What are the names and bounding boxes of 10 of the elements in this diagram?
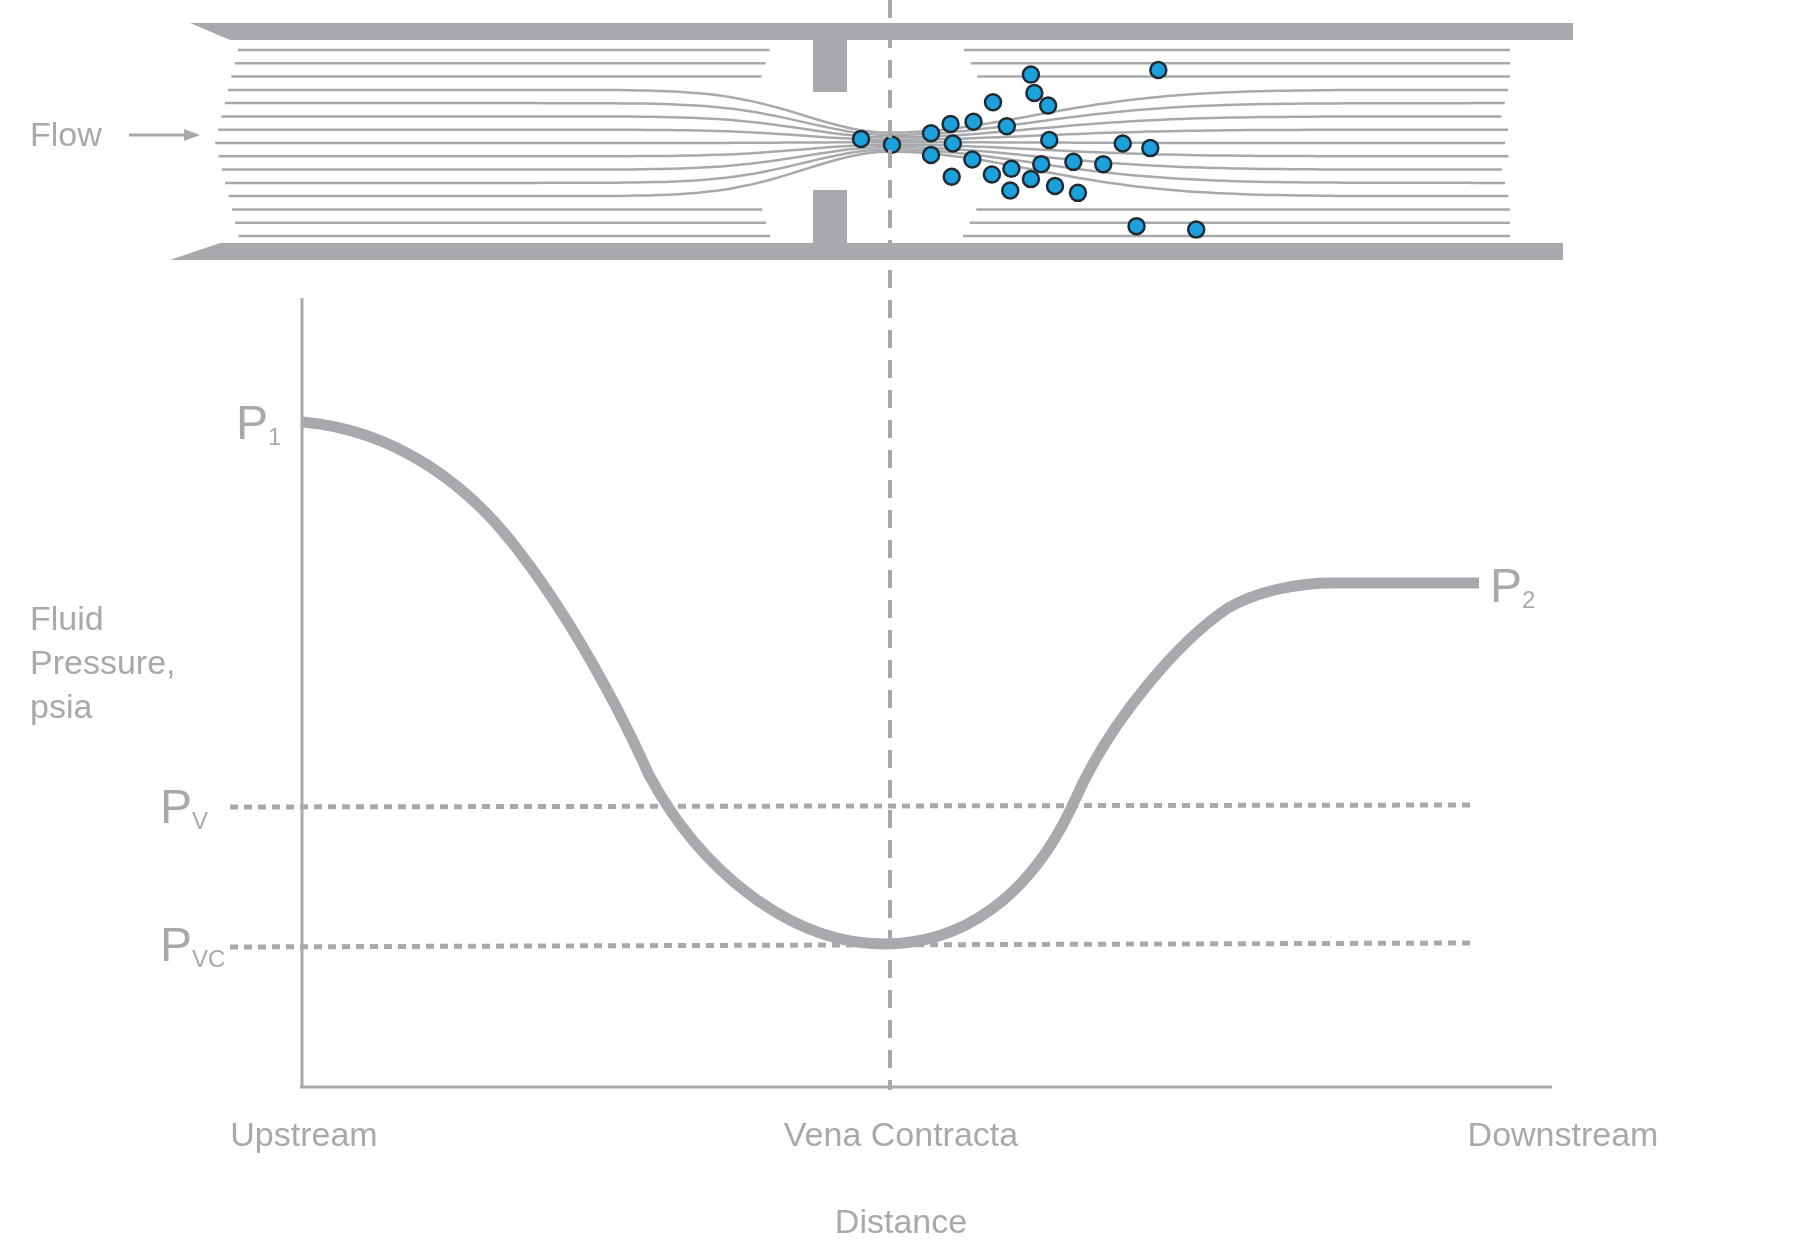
axis-title: Distance [833,1201,969,1242]
flow-label: Flow [30,114,103,155]
axis-label: Downstream [1466,1114,1660,1155]
axis-label: Upstream [229,1114,379,1155]
pressure-label: P$_{VC}$ [160,917,227,974]
pressure-label: P$_{1}$ [236,395,283,452]
axis-label: Vena Contracta [782,1114,1020,1155]
pressure-label: P$_{2}$ [1490,558,1537,615]
axis-title: Fluid Pressure, psia [30,598,177,728]
pressure-label: P$_{V}$ [160,779,210,836]
